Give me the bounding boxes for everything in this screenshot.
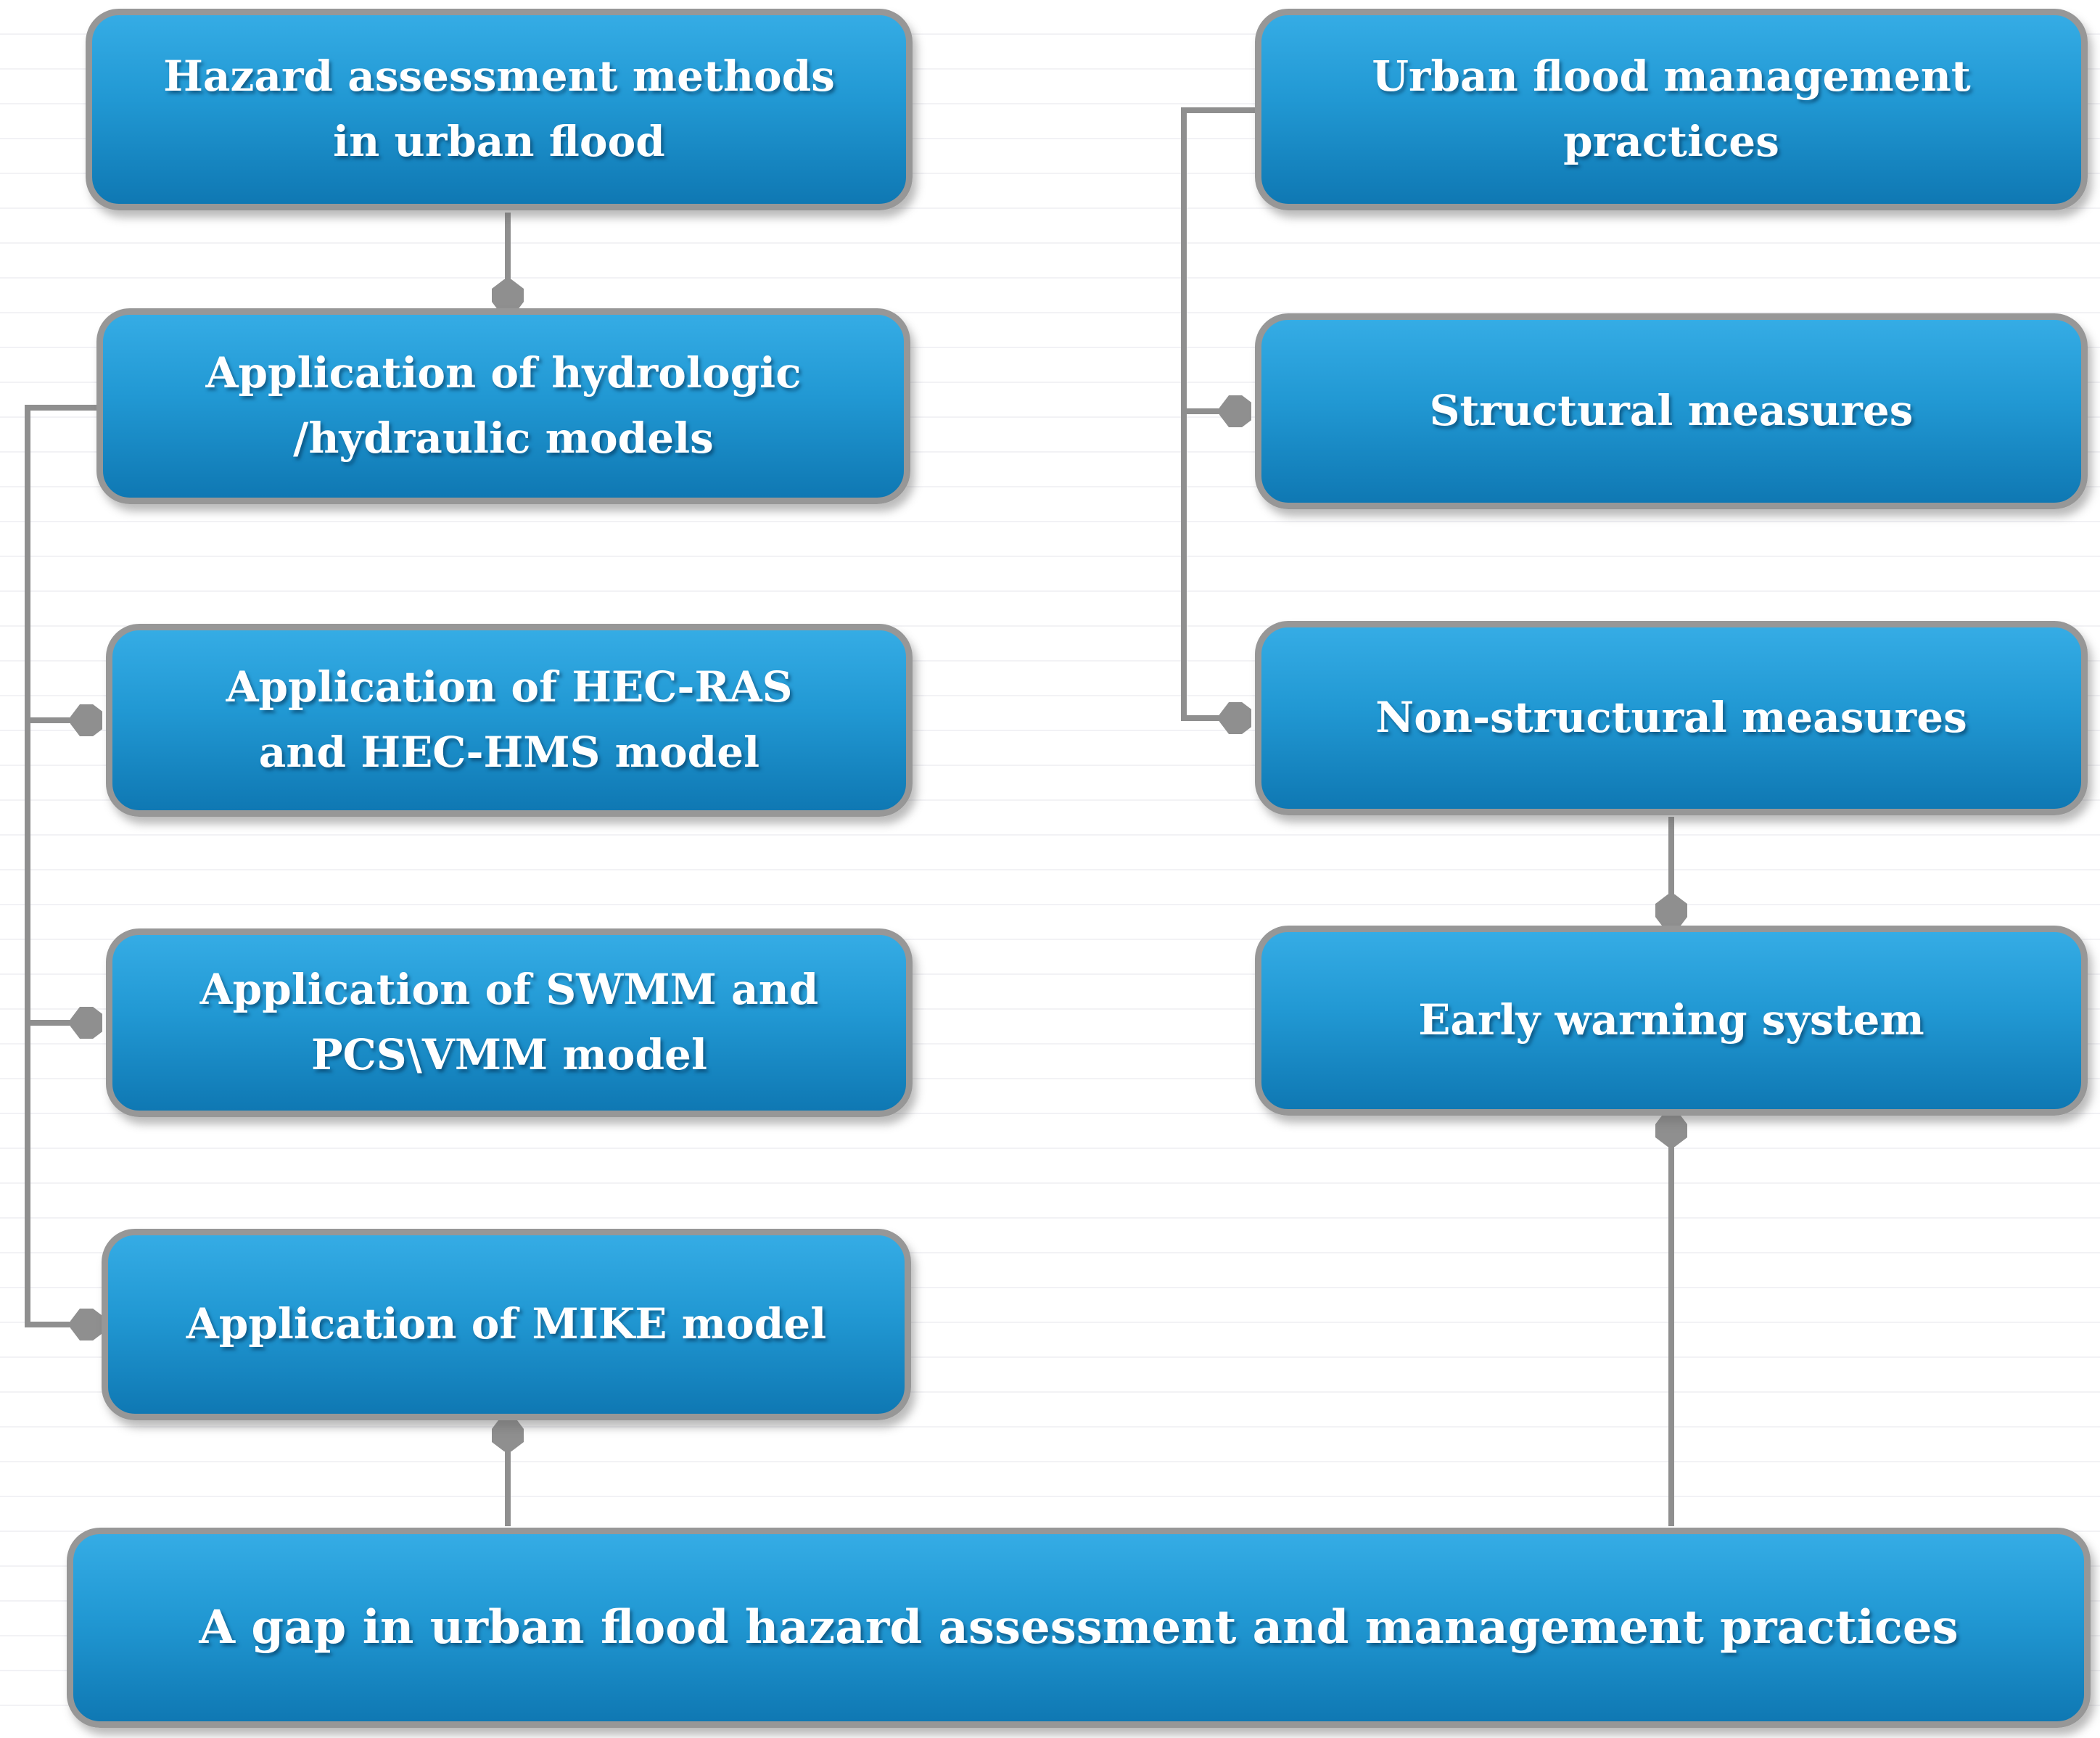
node-non-structural-measures: Non-structural measures: [1255, 621, 2088, 815]
node-mike-model: Application of MIKE model: [102, 1229, 911, 1420]
node-swmm-pcsvmm-model: Application of SWMM and PCS\VMM model: [106, 928, 913, 1117]
connector-hydrologic-branch-trunk: [25, 405, 96, 1325]
node-hazard-assessment-methods: Hazard assessment methods in urban flood: [86, 9, 913, 210]
node-gap-statement: A gap in urban flood hazard assessment a…: [67, 1528, 2091, 1728]
node-early-warning-system: Early warning system: [1255, 926, 2088, 1116]
node-hec-ras-hec-hms-model: Application of HEC-RAS and HEC-HMS model: [106, 624, 913, 817]
node-urban-flood-management-practices: Urban flood management practices: [1255, 9, 2088, 210]
node-hydrologic-hydraulic-models: Application of hydrologic /hydraulic mod…: [96, 308, 910, 504]
node-structural-measures: Structural measures: [1255, 313, 2088, 509]
